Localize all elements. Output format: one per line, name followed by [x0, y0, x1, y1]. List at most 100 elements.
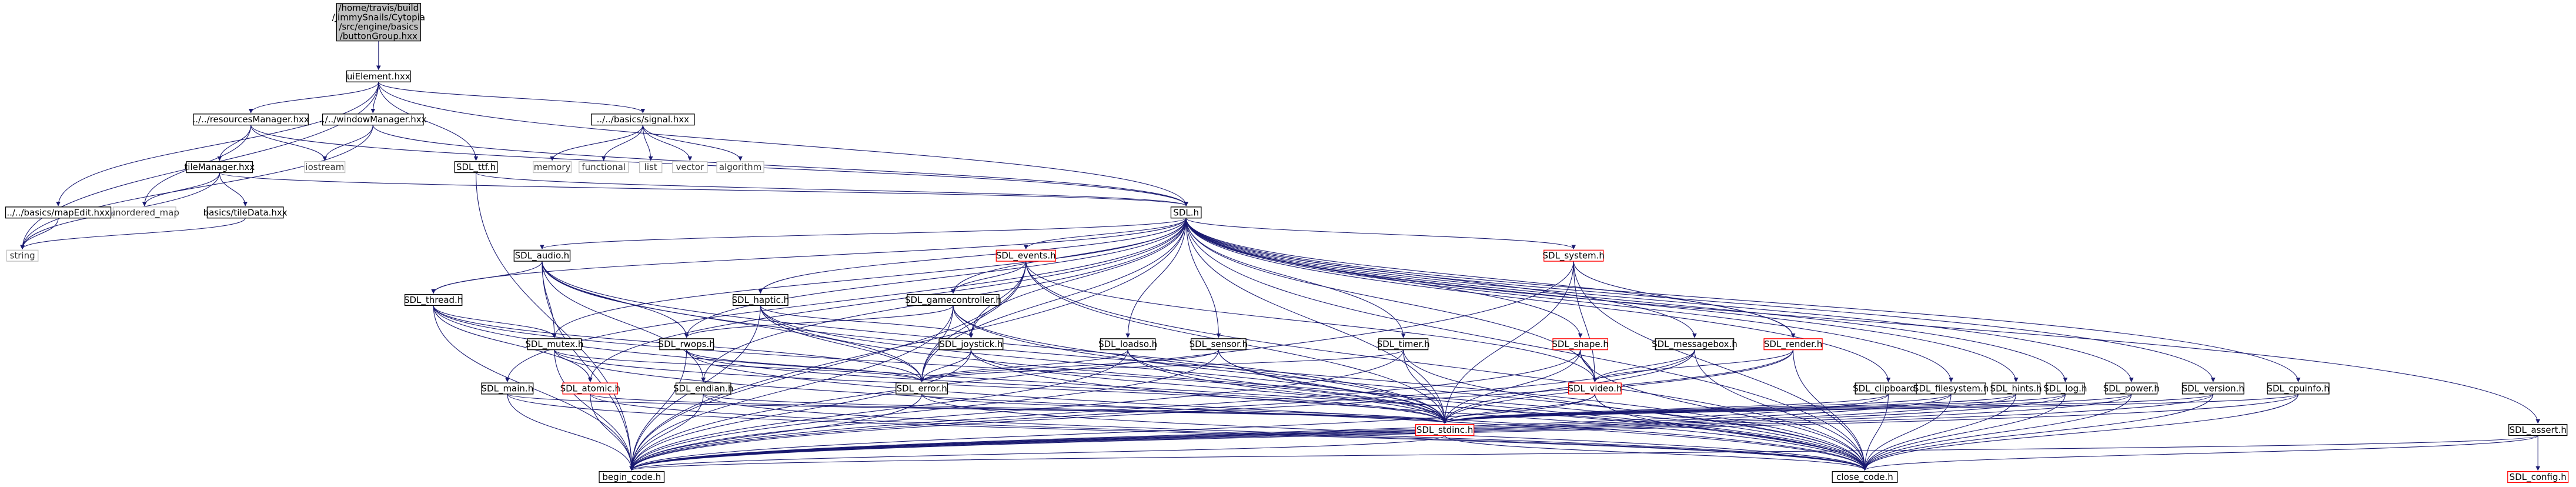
edge-sdl_mutex-to-sdl_stdinc — [554, 349, 1447, 424]
node-sdl-thread[interactable]: SDL_thread.h — [404, 293, 463, 306]
node-label: begin_code.h — [602, 472, 661, 483]
edge-sdl_main-to-begin_code — [507, 393, 634, 471]
node-sdl-version[interactable]: SDL_version.h — [2182, 382, 2244, 395]
edge-sdl_events-to-sdl_video — [1025, 261, 1598, 382]
node-sdl-hints[interactable]: SDL_hints.h — [1990, 382, 2042, 395]
edge-tileData-to-string — [20, 218, 246, 250]
edge-signal-to-algorithm — [642, 125, 743, 161]
node-box — [1763, 338, 1823, 351]
edge-sdl_system-to-sdl_render — [1573, 261, 1796, 338]
node-close-code[interactable]: close_code.h — [1832, 471, 1898, 483]
node-label: SDL_events.h — [996, 251, 1056, 262]
edge-sdl_h-to-sdl_main — [505, 218, 1187, 382]
node-label: ../../basics/mapEdit.hxx — [6, 207, 110, 218]
node-sdl-mutex[interactable]: SDL_mutex.h — [525, 338, 583, 351]
node-sdl-cpuinfo[interactable]: SDL_cpuinfo.h — [2267, 382, 2330, 395]
node-box — [1543, 249, 1604, 262]
edge-sdl_ttf-to-sdl_h — [475, 172, 1188, 206]
edge-uiElement-to-resourcesManager — [248, 82, 379, 114]
node-label: close_code.h — [1836, 472, 1893, 483]
node-box — [454, 161, 498, 174]
node-label: SDL_joystick.h — [939, 339, 1003, 350]
node-mapEdit[interactable]: ../../basics/mapEdit.hxx — [5, 206, 112, 219]
node-resourcesManager[interactable]: ../../resourcesManager.hxx — [193, 114, 309, 126]
node-box — [193, 114, 309, 126]
node-sdl-video[interactable]: SDL_video.h — [1568, 382, 1622, 395]
edge-tileManager-to-tileData — [219, 172, 248, 206]
node-sdl-haptic[interactable]: SDL_haptic.h — [731, 293, 789, 306]
node-sdl-audio[interactable]: SDL_audio.h — [513, 249, 571, 262]
node-box — [2507, 471, 2569, 483]
node-sdl-filesystem[interactable]: SDL_filesystem.h — [1913, 382, 1989, 395]
edge-uiElement-to-signal — [378, 82, 646, 114]
node-sdl-power[interactable]: SDL_power.h — [2103, 382, 2160, 395]
node-box — [672, 161, 708, 174]
node-begin-code[interactable]: begin_code.h — [599, 471, 665, 483]
node-signal[interactable]: ../../basics/signal.hxx — [591, 114, 695, 126]
edge-sdl_thread-to-close_code — [433, 305, 1867, 471]
node-sdl-shape[interactable]: SDL_shape.h — [1552, 338, 1609, 351]
node-label: SDL.h — [1173, 207, 1199, 218]
edge-signal-to-memory — [550, 125, 643, 161]
node-sdl-gamecontroller[interactable]: SDL_gamecontroller.h — [905, 293, 1001, 306]
node-sdl-timer[interactable]: SDL_timer.h — [1377, 338, 1430, 351]
node-label: SDL_endian.h — [673, 383, 733, 395]
node-sdl-loadso[interactable]: SDL_loadso.h — [1098, 338, 1157, 351]
node-sdl-log[interactable]: SDL_log.h — [2043, 382, 2087, 395]
node-sdl-h[interactable]: SDL.h — [1170, 206, 1202, 219]
edge-sdl_render-to-close_code — [1793, 349, 1867, 471]
node-uiElement[interactable]: uiElement.hxx — [346, 70, 411, 82]
edge-tileManager-to-unordered_map — [142, 172, 220, 206]
edge-sdl_stdinc-to-close_code — [1444, 435, 1867, 471]
node-box — [1916, 382, 1986, 395]
node-tileManager[interactable]: tileManager.hxx — [184, 161, 255, 174]
edges-layer — [20, 41, 2541, 471]
edge-sdl_joystick-to-begin_code — [629, 349, 971, 471]
node-sdl-main[interactable]: SDL_main.h — [481, 382, 534, 395]
edge-sdl_loadso-to-sdl_stdinc — [1127, 349, 1447, 424]
node-tileData[interactable]: basics/tileData.hxx — [203, 206, 288, 219]
node-sdl-stdinc[interactable]: SDL_stdinc.h — [1415, 424, 1475, 436]
edge-sdl_main-to-close_code — [507, 393, 1867, 471]
node-box — [1992, 382, 2041, 395]
node-box — [404, 293, 463, 306]
edge-resourcesManager-to-tileManager — [217, 125, 252, 161]
edge-sdl_events-to-sdl_gamecontroller — [951, 261, 1027, 294]
node-sdl-rwops[interactable]: SDL_rwops.h — [659, 338, 715, 351]
node-label: algorithm — [719, 162, 761, 172]
edge-sdl_audio-to-begin_code — [542, 261, 634, 471]
node-sdl-endian[interactable]: SDL_endian.h — [673, 382, 733, 395]
node-label: SDL_audio.h — [515, 251, 570, 262]
edge-sdl_assert-to-begin_code — [630, 435, 2538, 471]
node-sdl-sensor[interactable]: SDL_sensor.h — [1190, 338, 1248, 351]
node-string: string — [6, 249, 39, 262]
edge-sdl_video-to-begin_code — [629, 393, 1595, 471]
node-sdl-ttf[interactable]: SDL_ttf.h — [454, 161, 498, 174]
node-windowManager[interactable]: ../../windowManager.hxx — [319, 114, 427, 126]
node-label: SDL_messagebox.h — [1652, 339, 1738, 350]
edge-sdl_haptic-to-sdl_joystick — [760, 305, 974, 338]
node-sdl-render[interactable]: SDL_render.h — [1763, 338, 1823, 351]
edge-sdl_ttf-to-begin_code — [475, 172, 634, 471]
node-sdl-error[interactable]: SDL_error.h — [896, 382, 948, 395]
node-sdl-assert[interactable]: SDL_assert.h — [2508, 424, 2568, 436]
node-sdl-events[interactable]: SDL_events.h — [995, 249, 1056, 262]
node-unordered-map: unordered_map — [110, 206, 179, 219]
node-box — [2046, 382, 2085, 395]
node-sdl-system[interactable]: SDL_system.h — [1543, 249, 1605, 262]
edge-sdl_error-to-sdl_stdinc — [921, 393, 1447, 424]
node-sdl-joystick[interactable]: SDL_joystick.h — [938, 338, 1004, 351]
edge-uiElement-to-sdl_h — [378, 82, 1188, 206]
node-box — [6, 249, 39, 262]
node-sdl-config[interactable]: SDL_config.h — [2507, 471, 2569, 483]
edge-sdl_error-to-begin_code — [629, 393, 923, 471]
node-sdl-atomic[interactable]: SDL_atomic.h — [560, 382, 620, 395]
edge-sdl_joystick-to-sdl_stdinc — [970, 349, 1447, 424]
edge-sdl_haptic-to-sdl_stdinc — [760, 305, 1447, 424]
node-box — [1552, 338, 1608, 351]
node-root[interactable]: /home/travis/build/JimmySnails/Cytopia/s… — [332, 3, 425, 42]
edge-sdl_events-to-close_code — [1025, 261, 1867, 471]
node-label: SDL_atomic.h — [560, 383, 620, 395]
node-sdl-messagebox[interactable]: SDL_messagebox.h — [1652, 338, 1738, 351]
edge-sdl_power-to-sdl_stdinc — [1442, 393, 2132, 424]
